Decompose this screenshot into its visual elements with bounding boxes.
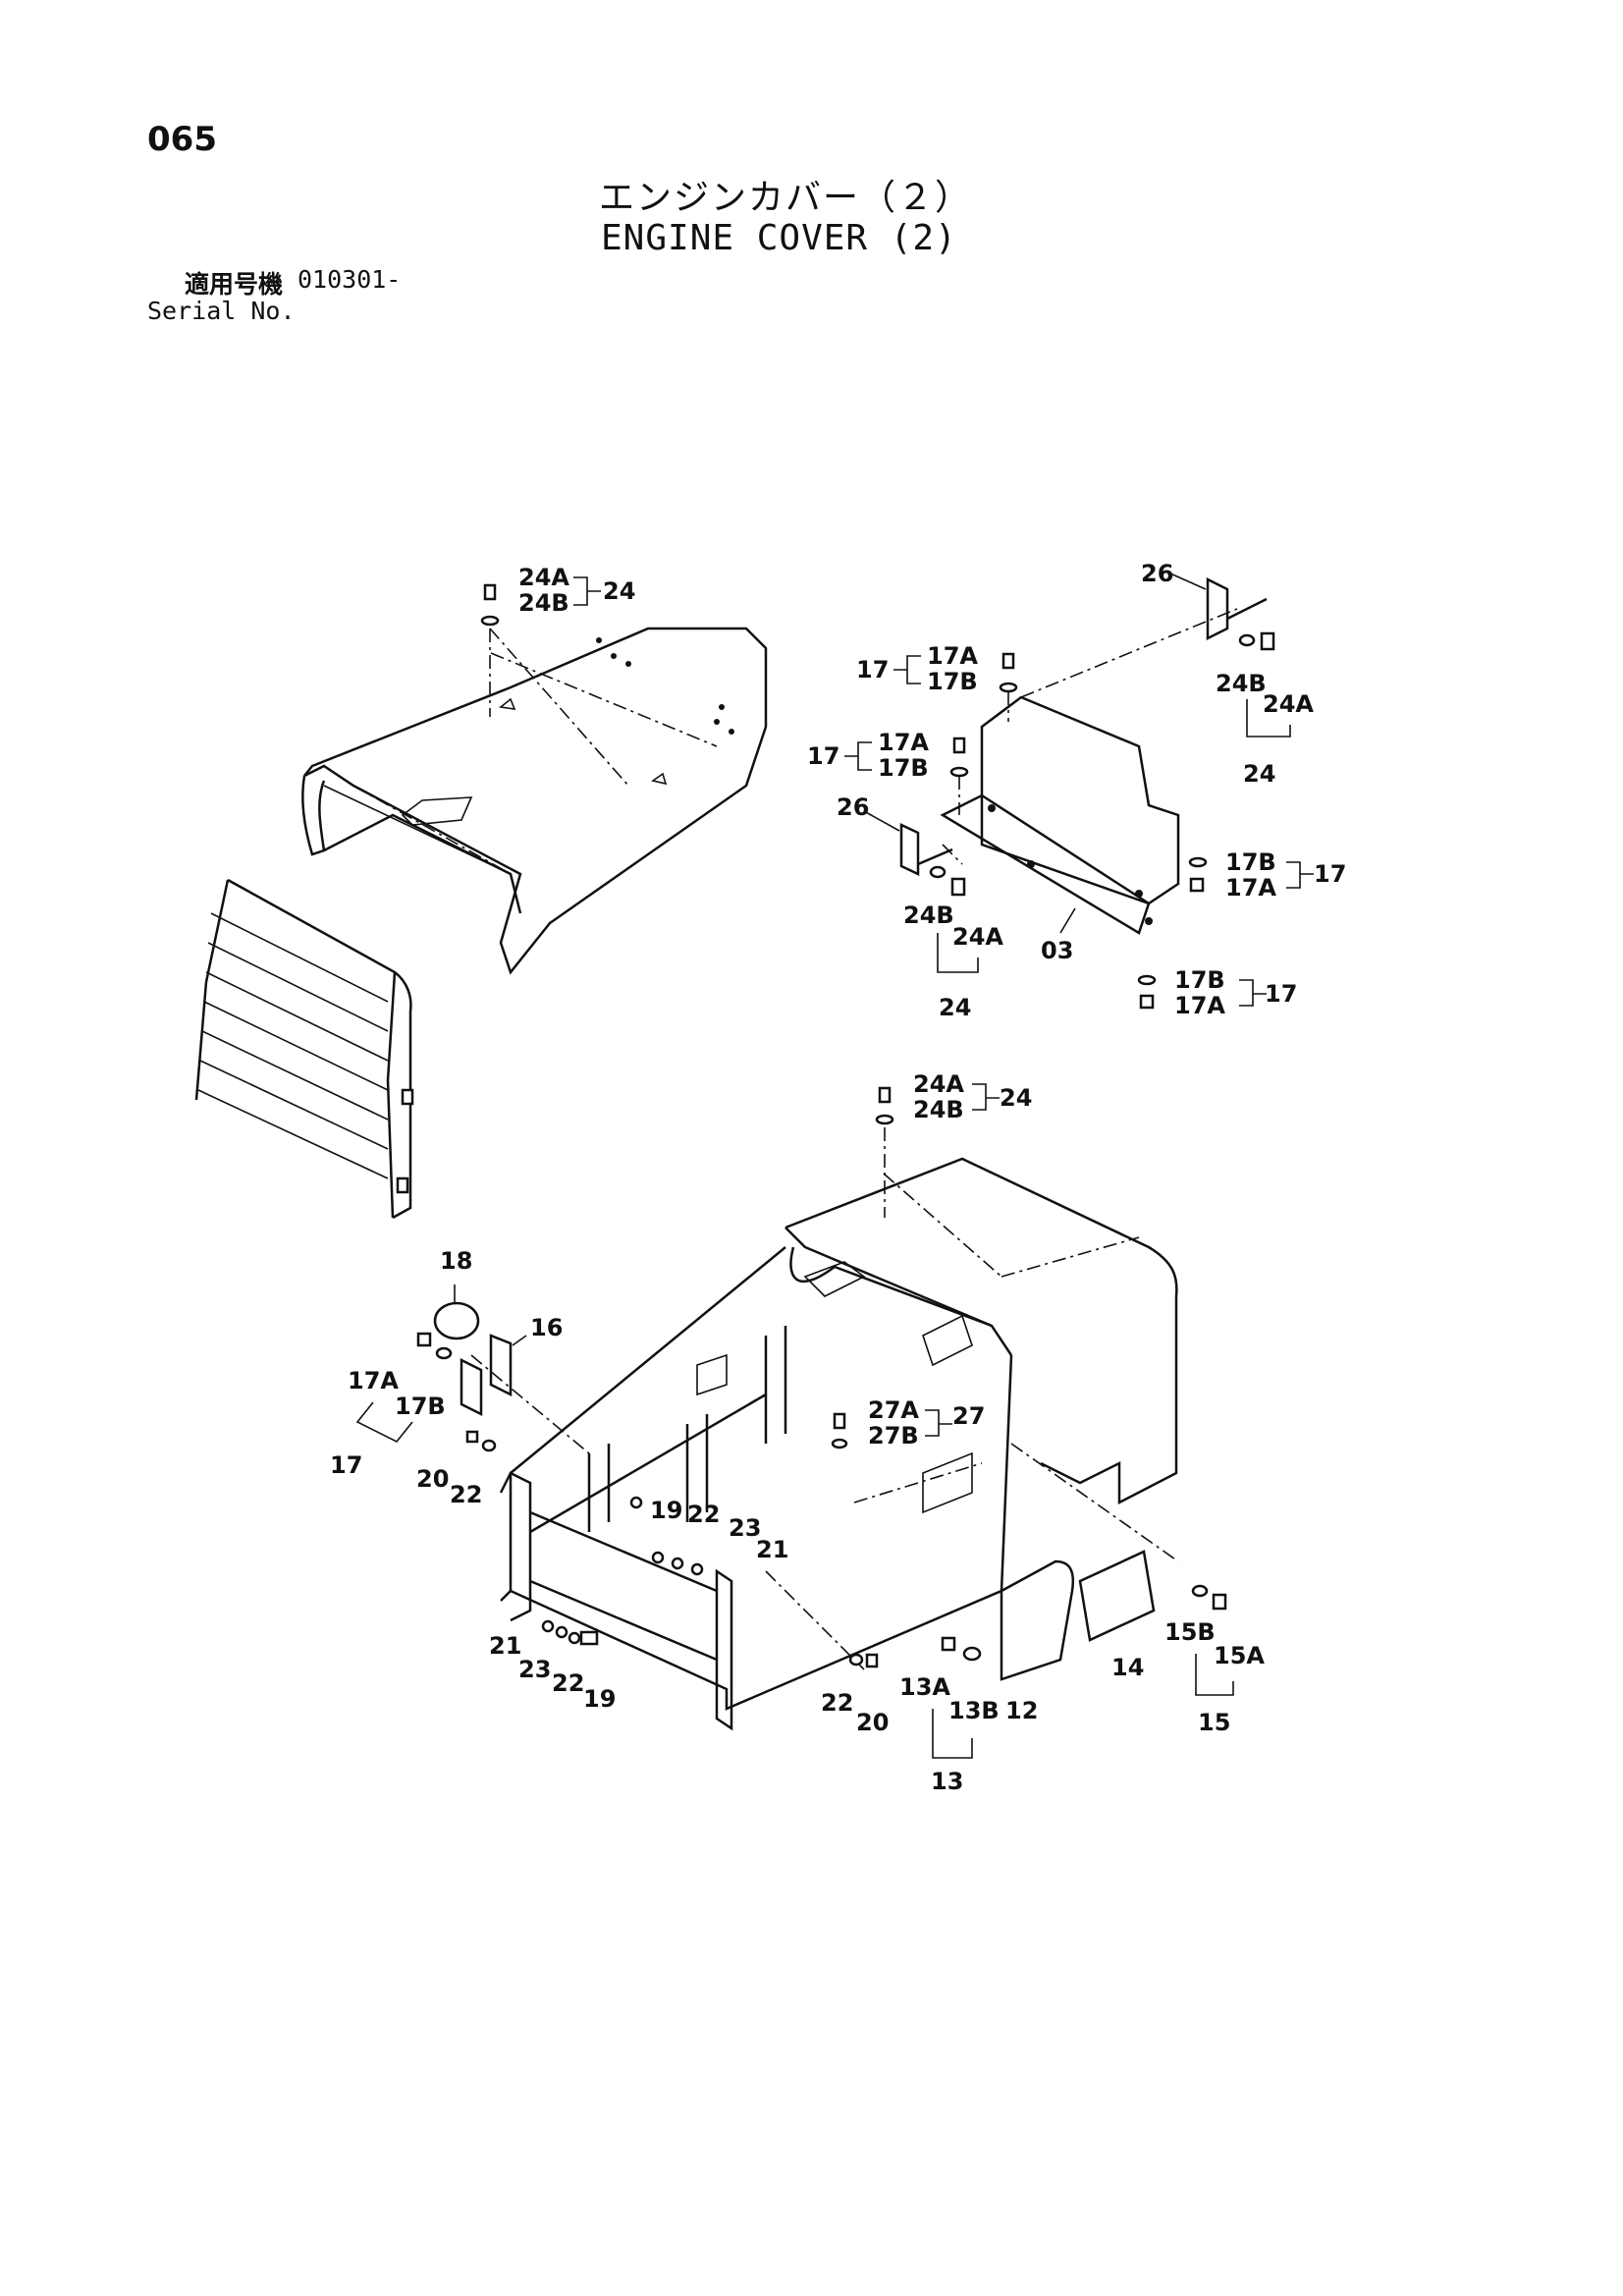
serial-label-japanese: 適用号機 [185,270,284,299]
label-24b: 24B [1216,670,1267,697]
upper-hood-cover [301,627,768,975]
label-27: 27 [952,1402,985,1430]
label-15: 15 [1198,1709,1230,1736]
ring-18 [433,1301,480,1340]
bracket-26-upper [1206,576,1275,651]
label-17b: 17B [1225,848,1276,876]
label-17a: 17A [1174,992,1225,1019]
page-number: 065 [147,120,217,159]
label-15a: 15A [1214,1642,1265,1669]
label-17a: 17A [878,729,929,756]
label-24: 24 [1000,1084,1032,1112]
bolt-washer-17-upper-a [999,652,1018,722]
label-26: 26 [837,793,869,821]
label-23: 23 [729,1514,761,1542]
label-24a: 24A [952,923,1003,951]
label-24: 24 [939,994,971,1021]
title-japanese: エンジンカバー（２） [599,178,973,218]
plate-14 [1078,1550,1156,1642]
label-13b: 13B [948,1697,1000,1724]
label-17: 17 [1314,860,1346,888]
cover-plate-12 [1000,1559,1074,1681]
label-17a: 17A [927,642,978,670]
bracket-16 [460,1334,513,1417]
label-24a: 24A [518,564,569,591]
label-14: 14 [1111,1654,1144,1681]
label-19: 19 [650,1497,682,1524]
label-23: 23 [518,1656,551,1683]
label-26: 26 [1141,560,1173,587]
label-13a: 13A [899,1673,950,1701]
label-17: 17 [1265,980,1297,1008]
label-27a: 27A [868,1396,919,1424]
label-24: 24 [603,577,635,605]
label-17: 17 [807,742,839,770]
label-22: 22 [450,1481,482,1508]
label-13: 13 [931,1768,963,1795]
bolt-washer-17-upper-b [949,737,969,815]
plate-03 [940,608,1238,935]
label-24a: 24A [913,1070,964,1098]
label-17: 17 [856,656,889,683]
label-18: 18 [440,1247,472,1275]
label-24: 24 [1243,760,1275,788]
label-20: 20 [856,1709,889,1736]
label-24b: 24B [903,902,954,929]
grille-panel [194,878,414,1220]
label-20: 20 [416,1465,449,1493]
label-12: 12 [1005,1697,1038,1724]
bolt-washer-24-upper [480,583,629,787]
label-21: 21 [756,1536,788,1563]
label-16: 16 [530,1314,563,1341]
label-19: 19 [583,1685,616,1713]
label-17a: 17A [1225,874,1276,902]
label-17: 17 [330,1451,362,1479]
label-27b: 27B [868,1422,919,1449]
label-17b: 17B [927,668,978,695]
label-22: 22 [687,1501,720,1528]
bracket-26-lower [899,823,966,897]
label-22: 22 [552,1669,584,1697]
label-24b: 24B [913,1096,964,1123]
label-17b: 17B [395,1393,446,1420]
label-22: 22 [821,1689,853,1717]
label-15b: 15B [1164,1618,1216,1646]
label-17a: 17A [348,1367,399,1394]
serial-label-english: Serial No. [147,297,296,325]
label-03: 03 [1041,937,1073,964]
label-24b: 24B [518,589,569,617]
lower-engine-cover-frame [470,1157,1179,1731]
label-17b: 17B [1174,966,1225,994]
serial-number-value: 010301- [298,265,402,294]
title-english: ENGINE COVER (2) [601,218,957,258]
label-21: 21 [489,1632,521,1660]
label-24a: 24A [1263,690,1314,718]
label-17b: 17B [878,754,929,782]
